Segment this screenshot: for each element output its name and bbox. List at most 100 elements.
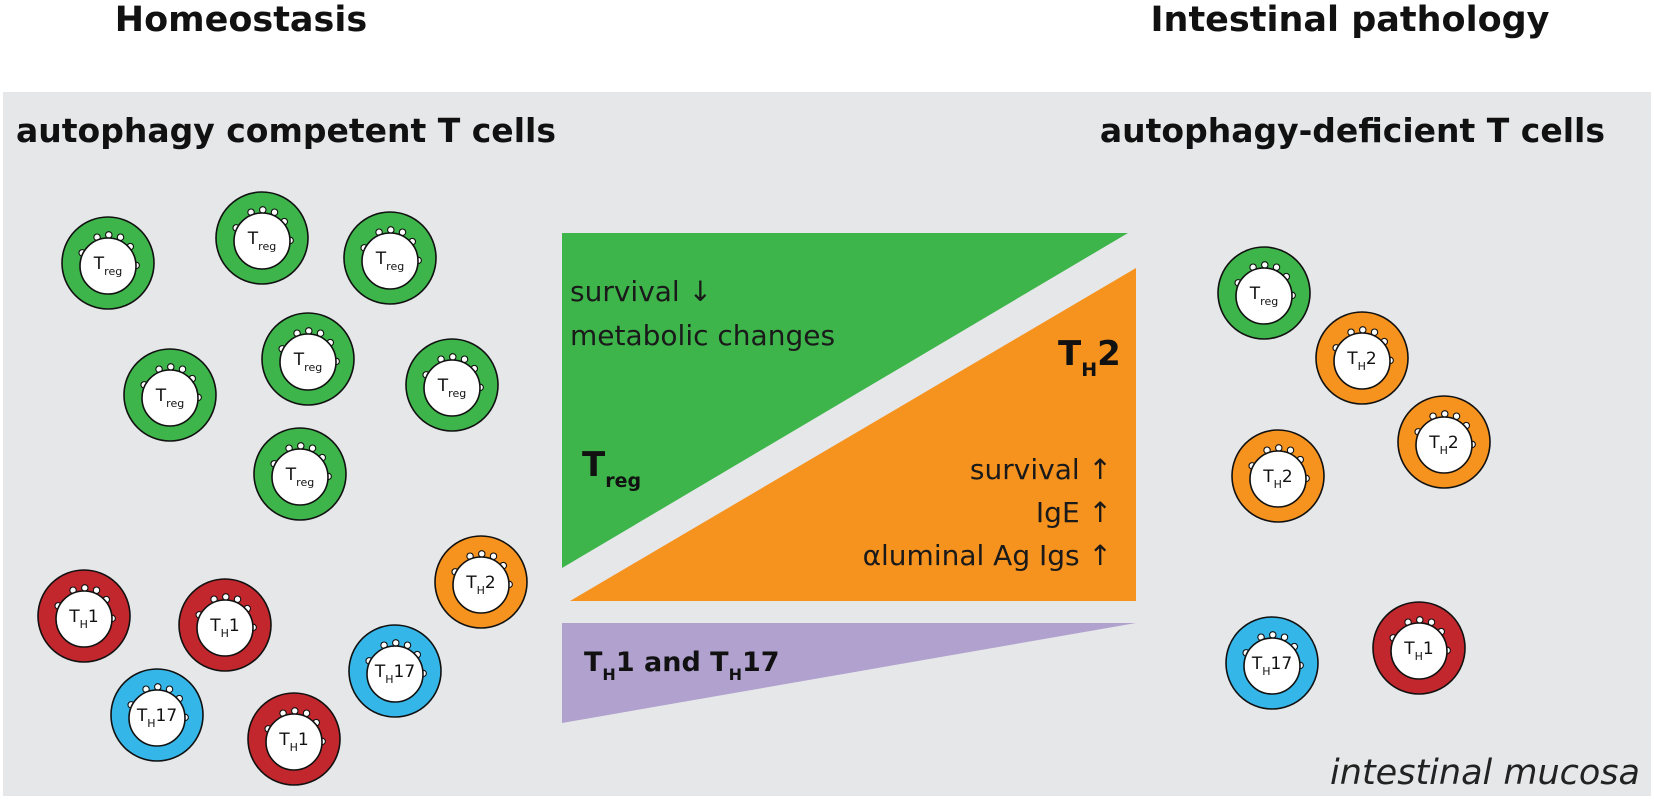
- cell-granule: [1441, 410, 1449, 418]
- cell-granule: [392, 639, 400, 647]
- cell-granule: [105, 231, 113, 239]
- th1-label-main: T: [584, 647, 603, 678]
- cell-label: TH17: [136, 706, 177, 730]
- cell-label-tail: 1: [88, 607, 99, 627]
- cell-nucleus: [1243, 637, 1301, 695]
- pathology-th2-cell: TH2: [1397, 395, 1491, 489]
- cell-label-main: T: [465, 573, 477, 593]
- homeostasis-treg-cell: Treg: [61, 216, 155, 310]
- cell-granule: [259, 206, 267, 214]
- cell-nucleus: [1235, 267, 1293, 325]
- cell-label-tail: 17: [1271, 654, 1293, 674]
- homeostasis-heading: Homeostasis: [115, 0, 367, 40]
- cell-nucleus: [1249, 450, 1307, 508]
- cell-label-sub: H: [1358, 360, 1366, 373]
- cell-granule: [305, 327, 313, 335]
- cell-label-sub: H: [1415, 650, 1423, 663]
- cell-label: TH1: [278, 730, 309, 754]
- cell-label-main: T: [374, 662, 386, 682]
- pathology-th2-cell: TH2: [1315, 311, 1409, 405]
- cell-label: TH1: [68, 607, 99, 631]
- pathology-th17-cell: TH17: [1225, 616, 1319, 710]
- treg-label-sub: reg: [605, 470, 641, 492]
- cell-label-main: T: [1249, 284, 1261, 304]
- cell-granule: [81, 584, 89, 592]
- cell-label: Treg: [437, 376, 466, 400]
- cell-label: TH1: [1403, 639, 1434, 663]
- pathology-th2-cell: TH2: [1231, 429, 1325, 523]
- cell-label: TH2: [1262, 467, 1293, 491]
- cell-label-sub: reg: [448, 387, 466, 400]
- cell-granule: [449, 353, 457, 361]
- cell-label-tail: 17: [156, 706, 178, 726]
- cell-label-sub: H: [477, 584, 485, 597]
- cell-nucleus: [1390, 622, 1448, 680]
- cell-label-main: T: [155, 386, 167, 406]
- cell-label-tail: 2: [1448, 433, 1459, 453]
- cell-label-main: T: [1428, 433, 1440, 453]
- th17-label-sub: H: [729, 665, 742, 684]
- th1-th17-wedge-label: TH1 and TH17: [584, 647, 780, 684]
- cell-granule: [1261, 261, 1269, 269]
- th2-ige-effect: IgE ↑: [1036, 496, 1112, 529]
- cell-label-sub: reg: [296, 476, 314, 489]
- cell-granule: [1275, 444, 1283, 452]
- autophagy-competent-title: autophagy competent T cells: [16, 111, 556, 150]
- cell-label: TH2: [1428, 433, 1459, 457]
- cell-granule: [167, 363, 175, 371]
- th2-label-tail: 2: [1097, 334, 1121, 374]
- cell-label-sub: reg: [258, 240, 276, 253]
- cell-label-tail: 2: [1282, 467, 1293, 487]
- cell-label-main: T: [209, 616, 221, 636]
- cell-nucleus: [1333, 332, 1391, 390]
- cell-nucleus: [423, 359, 481, 417]
- cell-label-main: T: [285, 465, 297, 485]
- homeostasis-th17-cell: TH17: [348, 624, 442, 718]
- cell-nucleus: [265, 713, 323, 771]
- cell-nucleus: [233, 212, 291, 270]
- cell-label-sub: reg: [1260, 295, 1278, 308]
- intestinal-pathology-heading: Intestinal pathology: [1151, 0, 1550, 40]
- cell-nucleus: [366, 645, 424, 703]
- cell-label-sub: reg: [304, 361, 322, 374]
- th1-label-tail: 1 and: [616, 647, 710, 678]
- cell-label-tail: 2: [485, 573, 496, 593]
- cell-granule: [1359, 326, 1367, 334]
- cell-label: TH17: [374, 662, 415, 686]
- cell-label-sub: reg: [104, 265, 122, 278]
- cell-label-sub: H: [147, 717, 155, 730]
- cell-label-main: T: [1262, 467, 1274, 487]
- pathology-th1-cell: TH1: [1372, 601, 1466, 695]
- treg-wedge: [562, 233, 1128, 568]
- cell-label: TH1: [209, 616, 240, 640]
- cell-label: Treg: [1249, 284, 1278, 308]
- homeostasis-th1-cell: TH1: [178, 578, 272, 672]
- cell-label: Treg: [155, 386, 184, 410]
- th2-wedge: [570, 268, 1136, 601]
- cell-label-main: T: [278, 730, 290, 750]
- cell-label-main: T: [1346, 349, 1358, 369]
- cell-label-main: T: [136, 706, 148, 726]
- cell-granule: [291, 707, 299, 715]
- cell-nucleus: [452, 556, 510, 614]
- cell-label-sub: H: [1274, 478, 1282, 491]
- cell-nucleus: [361, 232, 419, 290]
- cell-granule: [222, 593, 230, 601]
- cell-label-main: T: [1251, 654, 1263, 674]
- cell-label-sub: H: [1440, 444, 1448, 457]
- homeostasis-th1-cell: TH1: [37, 569, 131, 663]
- cell-nucleus: [1415, 416, 1473, 474]
- cell-granule: [297, 442, 305, 450]
- cell-label-main: T: [1403, 639, 1415, 659]
- cell-nucleus: [271, 448, 329, 506]
- homeostasis-th2-cell: TH2: [434, 535, 528, 629]
- cell-label: Treg: [247, 229, 276, 253]
- cell-label-sub: H: [290, 741, 298, 754]
- cell-label-main: T: [293, 350, 305, 370]
- homeostasis-treg-cell: Treg: [405, 338, 499, 432]
- treg-label-main: T: [582, 445, 606, 485]
- cell-granule: [154, 683, 162, 691]
- cell-nucleus: [279, 333, 337, 391]
- cell-label-main: T: [68, 607, 80, 627]
